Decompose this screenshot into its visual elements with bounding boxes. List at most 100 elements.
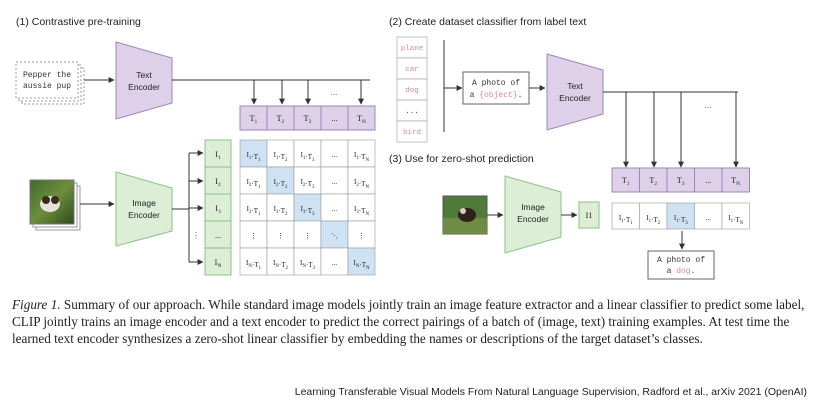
class-label-item: dog [396,78,428,101]
matrix-cell-label: ... [332,178,338,186]
matrix-cell-label: I1·T2 [274,151,288,163]
text-token-cell: T3 [293,105,322,131]
text-encoder-2: Text Encoder [546,53,604,131]
matrix-cell-label: I1·TN [354,151,369,163]
matrix-cell-label: IN·T1 [246,259,262,271]
matrix-cell: I3·T1 [239,193,268,222]
image-encoder-2-label1: Image [521,202,545,212]
text-token-cell: T3 [666,167,695,193]
panel1-title: (1) Contrastive pre-training [16,16,141,28]
matrix-cell-label: I3·T3 [301,205,315,217]
text-token-cell: T2 [639,167,668,193]
image-token-label: I1 [215,150,221,161]
matrix-cell-label: I3·TN [354,205,369,217]
class-label-text: car [405,66,419,74]
zs-product-label: I1·T2 [646,214,660,226]
matrix-cell-label: ... [332,151,338,159]
text-input-line1: Pepper the [23,71,71,80]
text-encoder-label1: Text [136,70,152,80]
zero-shot-image-token: I1 [578,201,600,229]
panel2-title: (2) Create dataset classifier from label… [389,16,586,28]
text-token-label: T2 [649,176,657,187]
matrix-cell-label: IN·T3 [300,259,316,271]
matrix-cell-label: ⋮ [277,232,284,240]
matrix-cell-label: I3·T2 [274,205,288,217]
image-input-stack [29,179,81,231]
matrix-cell: I3·TN [347,193,376,222]
matrix-cell: IN·T3 [293,247,322,276]
image-token-cell: I3 [204,193,232,222]
matrix-cell-label: ... [332,259,338,267]
matrix-cell-diagonal: I1·T1 [239,139,268,168]
prompt-line2: a {object}. [470,91,523,100]
text-token-label: ... [332,114,338,123]
text-token-cell: T1 [611,167,640,193]
zs-product-label: I1·T3 [674,214,688,226]
class-label-text: dog [405,87,419,95]
image-encoder-2-label2: Encoder [517,214,549,224]
text-token-label: T3 [677,176,685,187]
prompt-template: A photo of a {object}. [462,71,530,105]
text-token-label: T1 [622,176,630,187]
image-token-label: ... [215,231,221,240]
image-token-label: IN [215,258,222,269]
matrix-cell: ⋮ [293,220,322,249]
text-token-cell: TN [347,105,376,131]
text-token-cell: T2 [266,105,295,131]
text-token-label: T3 [304,114,312,125]
image-token-cell: I1 [204,139,232,168]
text-token-cell: ... [320,105,349,131]
image-token-cell: IN [204,247,232,276]
zs-image-token-label: I1 [586,211,593,220]
prompt-period: . [518,91,523,100]
matrix-cell-label: I3·T1 [247,205,261,217]
image-encoder: Image Encoder [115,171,173,247]
text-token-row-2: T1 T2 T3... TN [611,167,750,193]
class-label-text: plane [401,45,424,53]
matrix-cell-diagonal: I2·T2 [266,166,295,195]
matrix-cell-label: IN·TN [353,259,370,271]
matrix-cell: ⋮ [266,220,295,249]
matrix-cell-label: I2·T1 [247,178,261,190]
class-label-text: bird [403,129,421,137]
matrix-cell-diagonal: ⋱ [320,220,349,249]
matrix-cell: I2·T3 [293,166,322,195]
zs-product-label: ... [706,214,712,222]
matrix-cell-label: ⋱ [331,232,338,240]
svg-text:...: ... [331,88,338,97]
prediction-result: A photo of a dog. [647,250,715,280]
class-label-item: ... [396,99,428,122]
matrix-cell-label: I2·TN [354,178,369,190]
text-input-stack: Pepper the aussie pup [15,61,85,105]
matrix-cell: I2·T1 [239,166,268,195]
caption-figure-label: Figure 1. [12,297,61,312]
matrix-cell: I2·TN [347,166,376,195]
class-label-item: car [396,57,428,80]
matrix-cell-label: I2·T3 [301,178,315,190]
text-input-line2: aussie pup [23,82,71,91]
matrix-cell-label: ⋮ [250,232,257,240]
result-period: . [691,267,696,276]
text-encoder-label2: Encoder [128,82,160,92]
image-encoder-label2: Encoder [128,210,160,220]
matrix-cell: I1·TN [347,139,376,168]
matrix-cell-diagonal: I3·T3 [293,193,322,222]
result-prefix: A photo of [657,256,705,265]
text-token-label: ... [705,176,711,185]
text-encoder: Text Encoder [115,41,173,120]
matrix-cell-label: ... [332,205,338,213]
zs-product-cell: I1·T1 [611,202,640,230]
result-object: dog [676,267,691,276]
image-token-cell: I2 [204,166,232,195]
text-token-label: TN [731,176,740,187]
class-label-item: plane [396,36,428,59]
image-token-cell: ... [204,220,232,249]
image-token-label: I2 [215,177,221,188]
text-token-cell: ... [694,167,723,193]
query-photo [442,195,488,235]
matrix-cell: ... [320,247,349,276]
similarity-matrix: I1·T1I1·T2I1·T3...I1·TNI2·T1I2·T2I2·T3..… [239,139,376,276]
matrix-cell: ⋮ [239,220,268,249]
